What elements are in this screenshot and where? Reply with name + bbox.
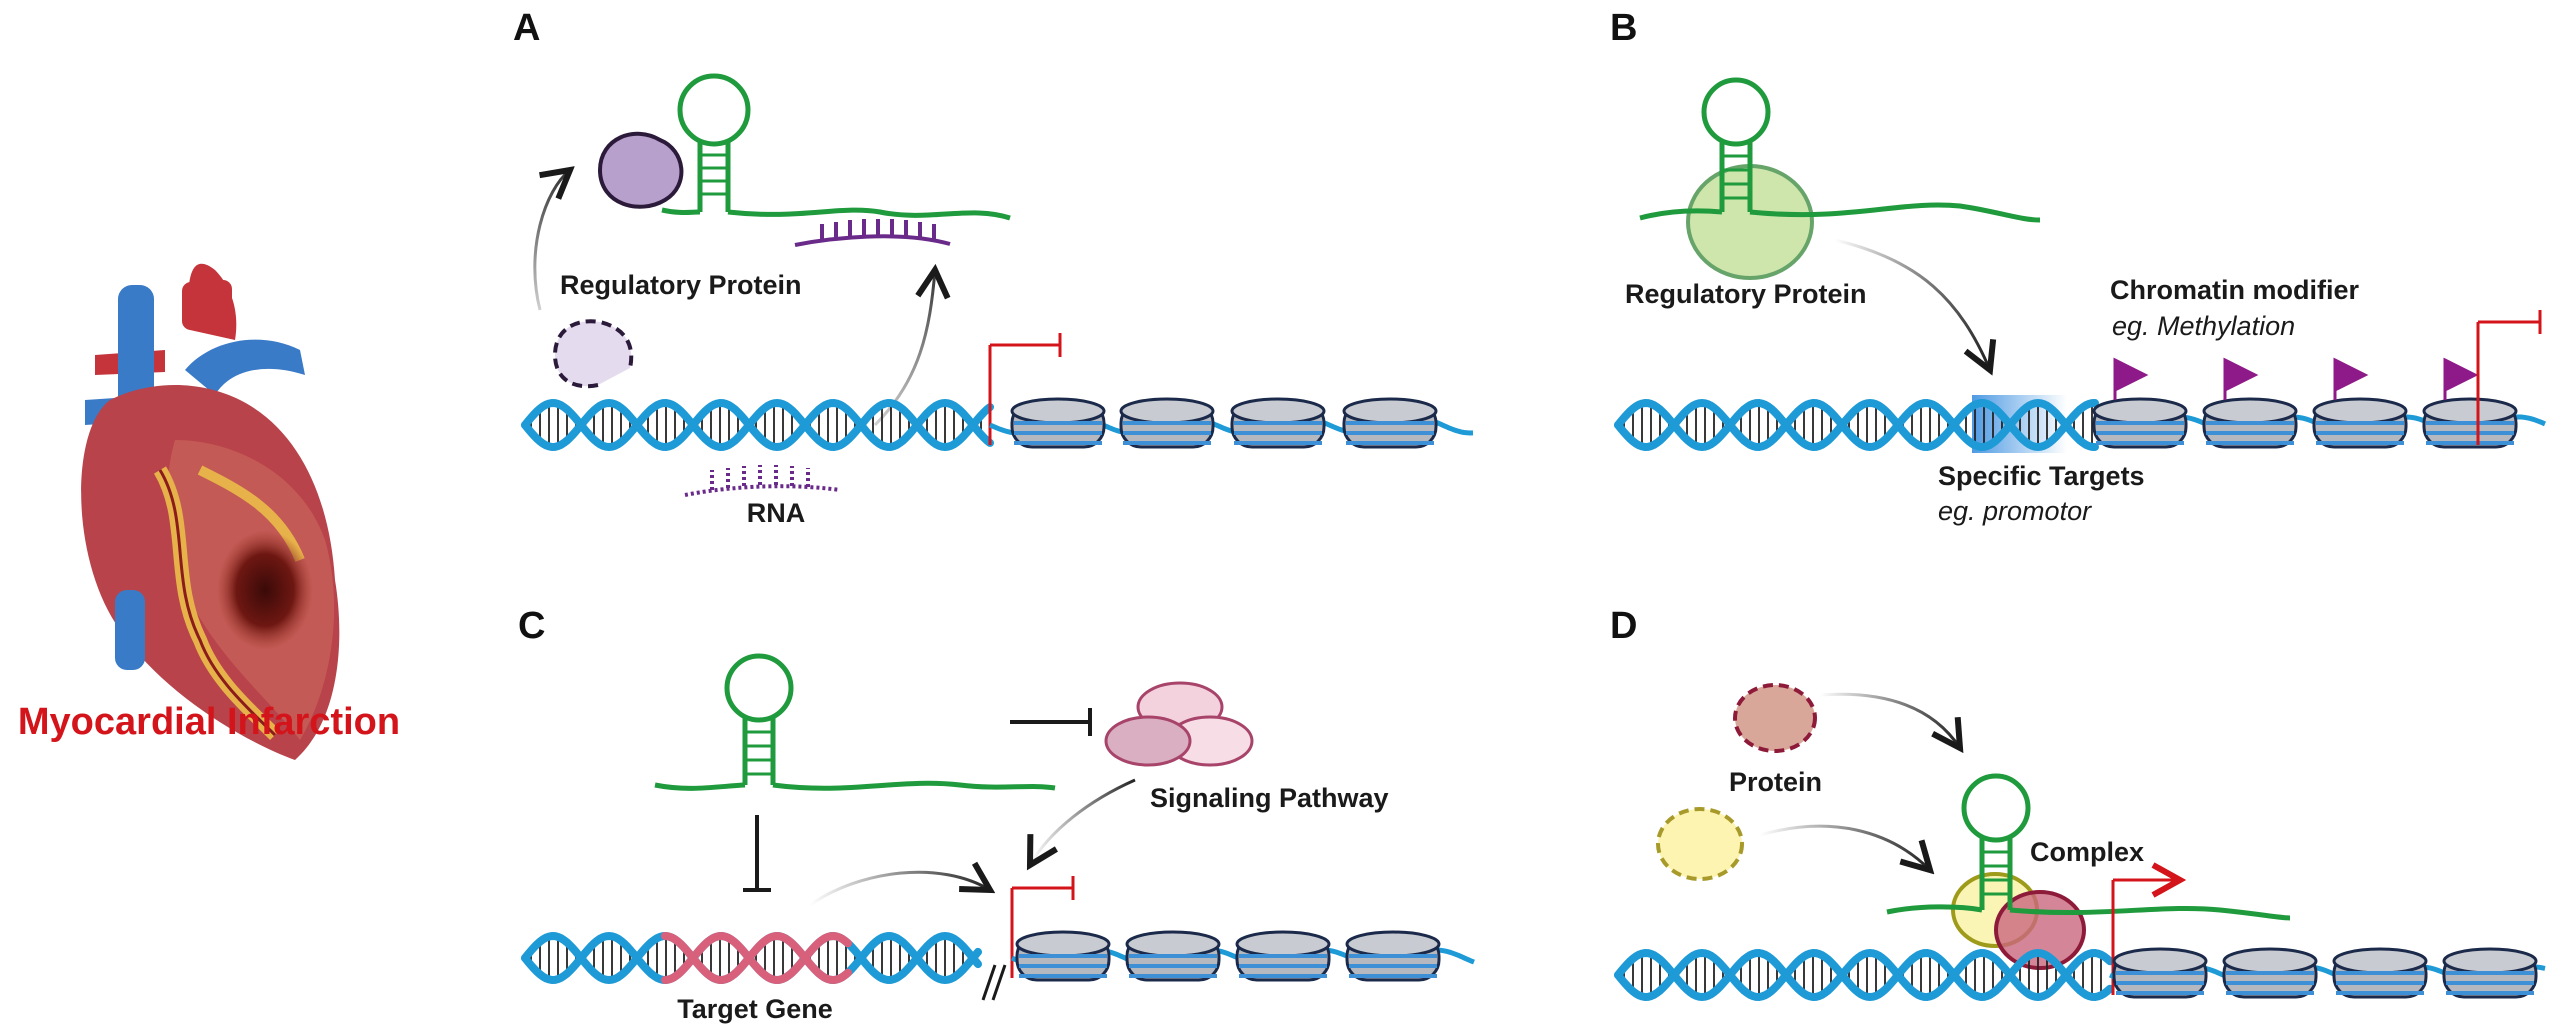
arrow-protein-yellow	[1759, 824, 1930, 870]
panel-b-letter: B	[1610, 7, 1637, 49]
dna-helix-a	[521, 398, 994, 452]
figure-title: Myocardial Infarction	[18, 701, 400, 743]
chromatin-c	[1011, 930, 1475, 982]
protein-yellow-dashed	[1656, 807, 1744, 881]
label-protein: Protein	[1729, 767, 1822, 797]
promoter-arrow-b	[2476, 310, 2542, 445]
arrow-signaling-to-gene	[1030, 778, 1136, 865]
label-target-gene: Target Gene	[677, 994, 833, 1024]
rna-free-a	[684, 465, 841, 497]
rna-bound-a	[794, 219, 951, 247]
label-chromatin-modifier: Chromatin modifier	[2110, 275, 2360, 305]
lncrna-hairpin-d	[1886, 773, 2291, 921]
nucleosome	[1125, 930, 1221, 982]
nucleosome	[1342, 397, 1438, 449]
protein-red-dashed	[1733, 683, 1817, 753]
panel-c: C Signaling Pathway	[518, 605, 1475, 1024]
label-regulatory-protein-b: Regulatory Protein	[1625, 279, 1867, 309]
panel-d-letter: D	[1610, 605, 1637, 647]
nucleosome	[1119, 397, 1215, 449]
lncrna-hairpin-a	[661, 73, 1011, 221]
promoter-arrow-a	[988, 333, 1062, 445]
arrow-protein-to-lncrna	[533, 170, 570, 311]
nucleosome	[1010, 397, 1106, 449]
nucleosome	[2422, 397, 2518, 449]
inhibit-target-gene	[743, 815, 771, 892]
arrow-rna-to-lncrna	[873, 270, 935, 427]
arrow-protein-red	[1819, 692, 1960, 748]
label-promotor: eg. promotor	[1938, 496, 2092, 526]
lncrna-hairpin-c	[654, 653, 1056, 791]
nucleosome	[2112, 947, 2208, 999]
dna-helix-d	[1614, 948, 2114, 1002]
dna-helix-b	[1614, 398, 2099, 452]
nucleosome	[2222, 947, 2318, 999]
label-specific-targets: Specific Targets	[1938, 461, 2145, 491]
regulatory-protein-shape-a	[597, 131, 684, 209]
nucleosome	[2312, 397, 2408, 449]
nucleosome	[1015, 930, 1111, 982]
heart-illustration	[81, 263, 340, 760]
panel-c-letter: C	[518, 605, 545, 647]
chromatin-a	[989, 397, 1474, 449]
chromatin-b	[2092, 397, 2546, 449]
inhibit-signaling	[1010, 708, 1092, 736]
panel-a: A	[513, 7, 1474, 528]
panel-b: B Regulatory Protein Chromatin modifier …	[1610, 7, 2546, 526]
nucleosome	[1230, 397, 1326, 449]
dna-break-marks	[981, 964, 1007, 1001]
methylation-flags	[2113, 357, 2479, 400]
nucleosome	[1345, 930, 1441, 982]
dna-helix-c	[521, 931, 982, 985]
label-regulatory-protein-a: Regulatory Protein	[560, 270, 802, 300]
arrow-protein-to-target	[1834, 238, 1990, 370]
arrow-gene-to-promoter	[809, 872, 990, 907]
label-complex: Complex	[2030, 837, 2144, 867]
label-rna-a: RNA	[747, 498, 806, 528]
nucleosome	[1235, 930, 1331, 982]
free-protein-dashed-a	[552, 319, 634, 389]
nucleosome	[2442, 947, 2538, 999]
signaling-pathway-icon	[1104, 681, 1254, 767]
chromatin-d	[2109, 947, 2546, 999]
panel-a-letter: A	[513, 7, 540, 49]
promoter-arrow-c	[1010, 876, 1075, 978]
panel-d: D Protein Complex	[1610, 605, 2546, 1002]
label-methylation: eg. Methylation	[2112, 311, 2295, 341]
nucleosome	[2092, 397, 2188, 449]
nucleosome	[2202, 397, 2298, 449]
nucleosome	[2332, 947, 2428, 999]
label-signaling-pathway: Signaling Pathway	[1150, 783, 1389, 813]
lncrna-hairpin-b	[1639, 77, 2041, 223]
